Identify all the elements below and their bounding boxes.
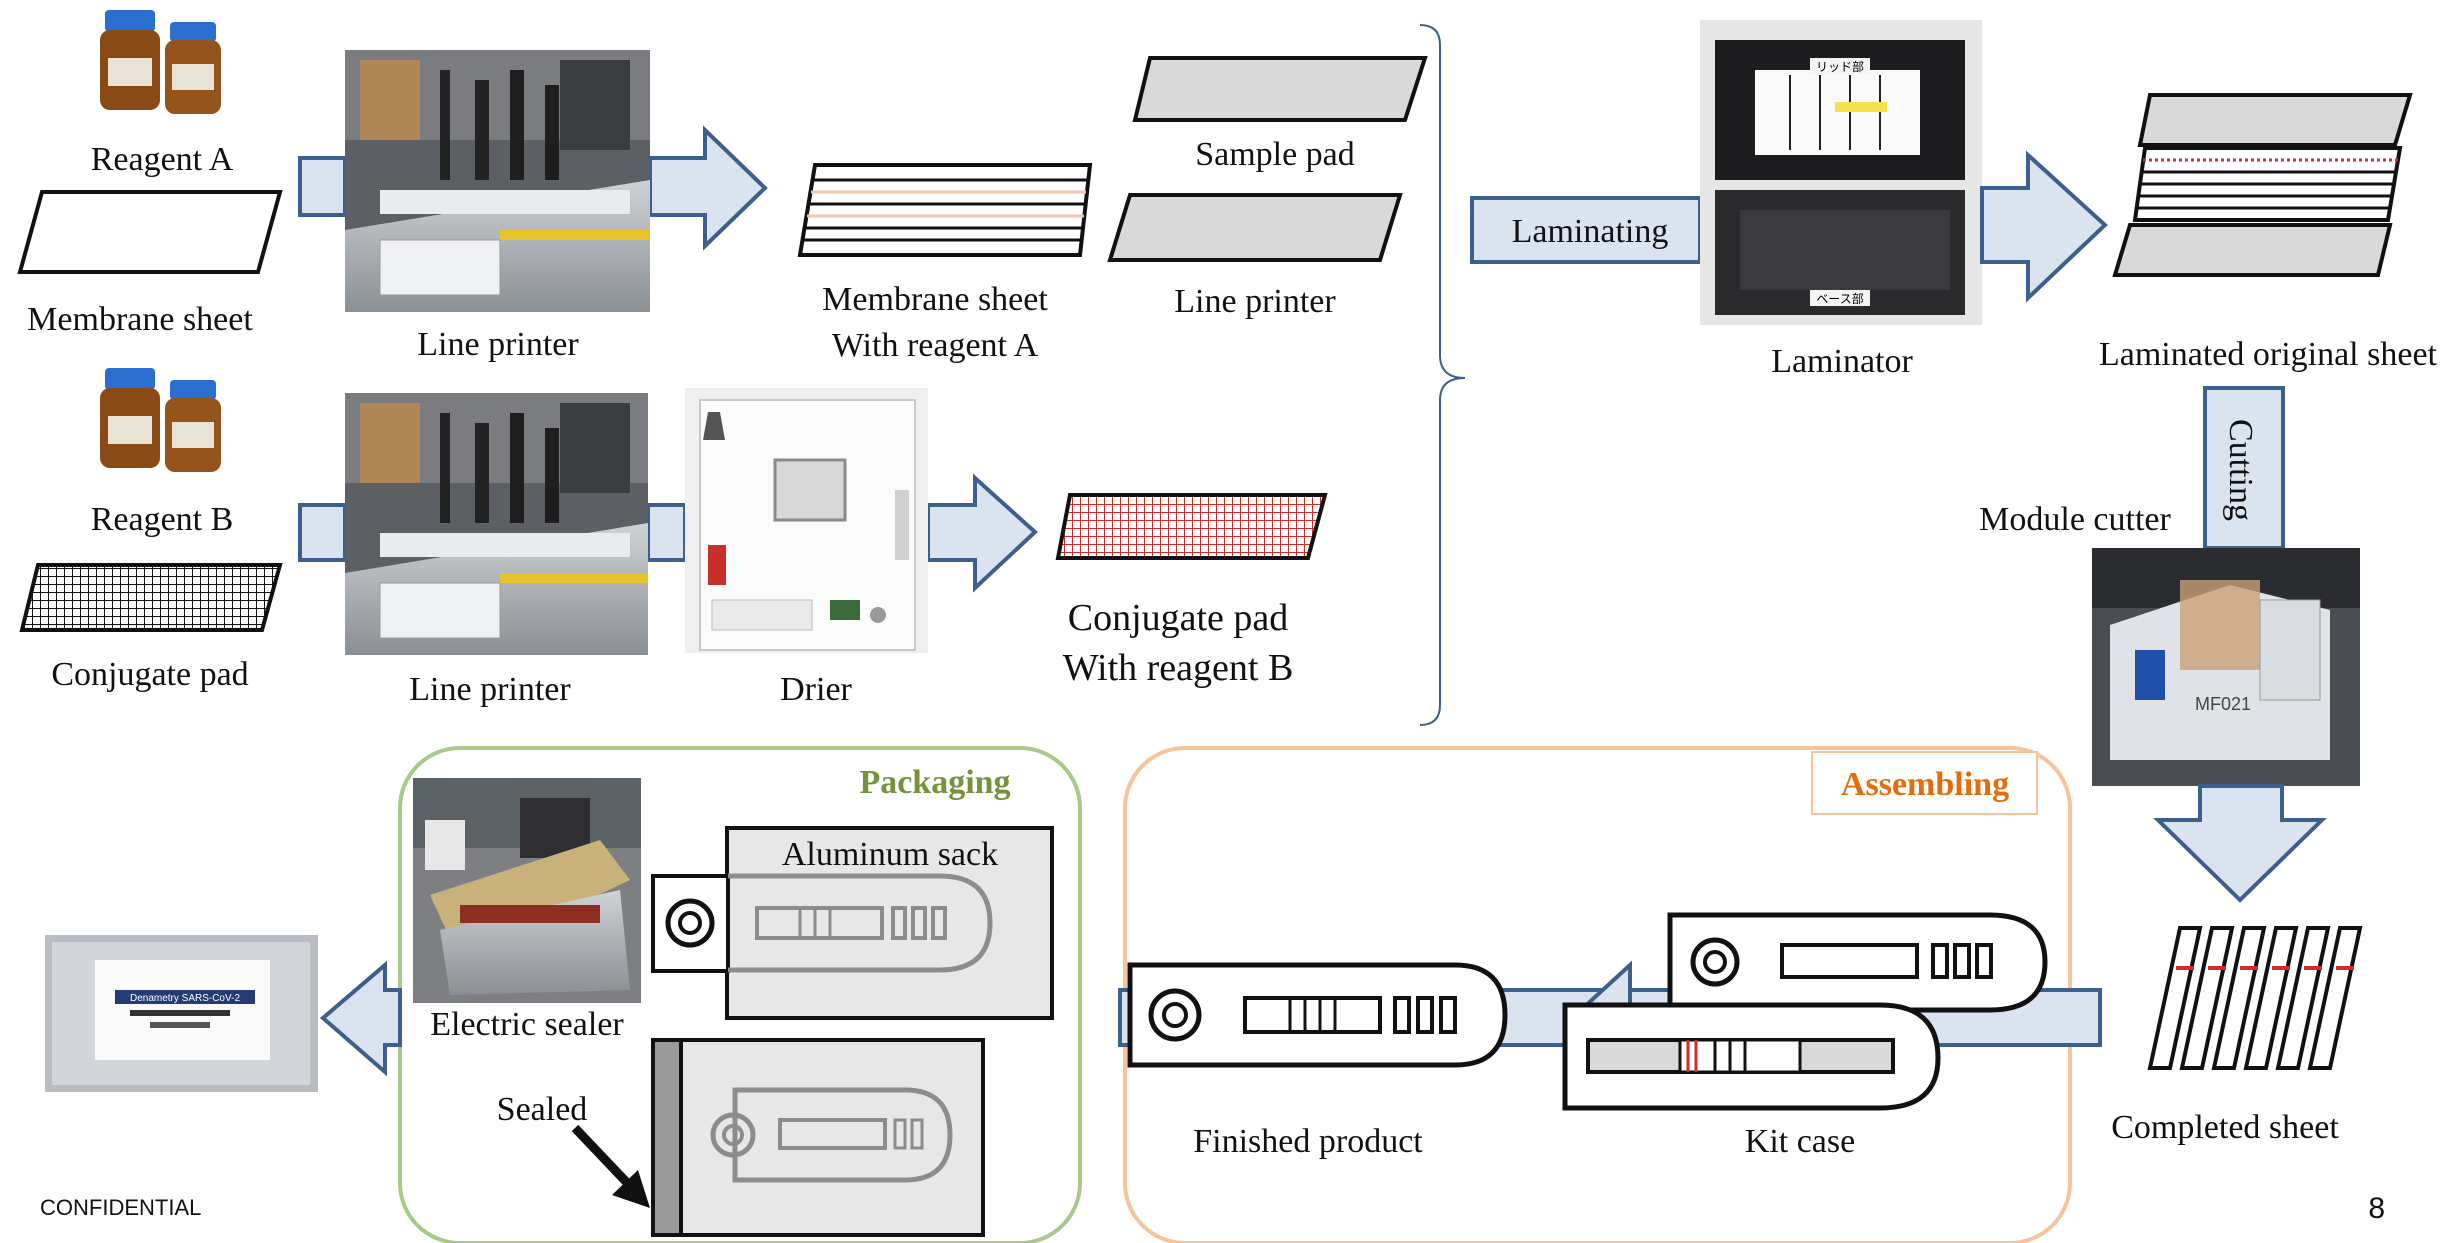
line-printer-pad-shape	[1107, 193, 1403, 262]
page-number: 8	[2368, 1192, 2385, 1225]
reagent-b-label: Reagent B	[91, 501, 234, 538]
grouping-brace	[1419, 24, 1466, 726]
assembling-title-box	[1811, 751, 2038, 815]
aluminum-sack-label: Aluminum sack	[782, 836, 998, 873]
arrow-drier-to-conjugate-b	[926, 473, 1038, 593]
laminator-label: Laminator	[1771, 343, 1913, 380]
electric-sealer-photo	[413, 778, 641, 1003]
membrane-sheet-shape	[17, 190, 283, 274]
reagent-a-label: Reagent A	[91, 141, 234, 178]
electric-sealer-label: Electric sealer	[430, 1006, 624, 1043]
conjugate-pad-shape	[19, 563, 283, 632]
drier-photo	[685, 388, 928, 653]
aluminum-sack-shape	[651, 826, 1054, 1020]
completed-sheet-strips	[2147, 926, 2363, 1070]
cutting-label: Cutting	[2222, 419, 2259, 521]
membrane-sheet-label: Membrane sheet	[27, 301, 253, 338]
packaging-title: Packaging	[859, 764, 1010, 801]
line-printer-1-label: Line printer	[417, 326, 579, 363]
reagent-a-bottles-icon	[100, 10, 221, 114]
conjugate-with-b-label-2: With reagent B	[1063, 647, 1294, 689]
sample-pad-shape	[1132, 56, 1428, 122]
arrow-conjugate-to-printer	[298, 503, 347, 562]
arrow-printer-to-drier	[646, 503, 687, 562]
finished-product-label: Finished product	[1193, 1123, 1423, 1160]
kit-case-bottom-shape	[1562, 1002, 1941, 1111]
module-cutter-photo: MF021	[2092, 548, 2360, 786]
arrow-laminator-to-sheet	[1980, 150, 2108, 303]
product-bag-title-text: Denametry SARS-CoV-2	[130, 993, 240, 1004]
packaging-to-product-arrow	[319, 960, 402, 1077]
completed-sheet-label: Completed sheet	[2111, 1109, 2339, 1146]
sealed-package-shape	[651, 1038, 985, 1237]
line-printer-3-label: Line printer	[409, 671, 571, 708]
arrow-membrane-to-printer	[298, 156, 347, 217]
conjugate-with-b-label-1: Conjugate pad	[1068, 597, 1289, 639]
kit-case-label: Kit case	[1745, 1123, 1855, 1160]
conjugate-pad-label: Conjugate pad	[51, 656, 248, 693]
sample-pad-label: Sample pad	[1195, 136, 1355, 173]
assembling-title: Assembling	[1841, 766, 2009, 803]
laminator-top-tag: リッド部	[1816, 59, 1864, 74]
conjugate-pad-with-reagent-b-shape	[1055, 493, 1328, 560]
product-bag-photo: Denametry SARS-CoV-2	[45, 935, 318, 1092]
line-printer-2-label: Line printer	[1174, 283, 1336, 320]
laminator-photo: リッド部 ベース部	[1700, 20, 1982, 325]
kit-case-top-shape	[1667, 912, 2048, 1013]
laminated-original-sheet-shape	[2112, 93, 2413, 277]
membrane-with-a-label-2: With reagent A	[832, 327, 1039, 364]
cutter-model-text: MF021	[2195, 694, 2251, 714]
finished-product-shape	[1127, 962, 1508, 1068]
laminator-bottom-tag: ベース部	[1816, 291, 1863, 306]
laminated-original-sheet-label: Laminated original sheet	[2099, 336, 2438, 373]
laminating-label: Laminating	[1512, 213, 1669, 250]
sealed-pointer-arrow-icon	[571, 1124, 650, 1208]
confidential-text: CONFIDENTIAL	[40, 1195, 201, 1220]
line-printer-photo-2	[345, 393, 648, 655]
membrane-sheet-with-reagent-a-shape	[797, 163, 1093, 257]
module-cutter-label: Module cutter	[1979, 501, 2171, 538]
cutting-arrow-bar	[2203, 386, 2285, 550]
membrane-with-a-label-1: Membrane sheet	[822, 281, 1048, 318]
sealed-label: Sealed	[497, 1091, 588, 1128]
drier-label: Drier	[780, 671, 852, 708]
reagent-b-bottles-icon	[100, 368, 221, 472]
arrow-cutter-to-completed	[2153, 784, 2327, 903]
line-printer-photo-1	[345, 50, 650, 312]
arrow-printer-to-membrane-a	[648, 125, 768, 251]
